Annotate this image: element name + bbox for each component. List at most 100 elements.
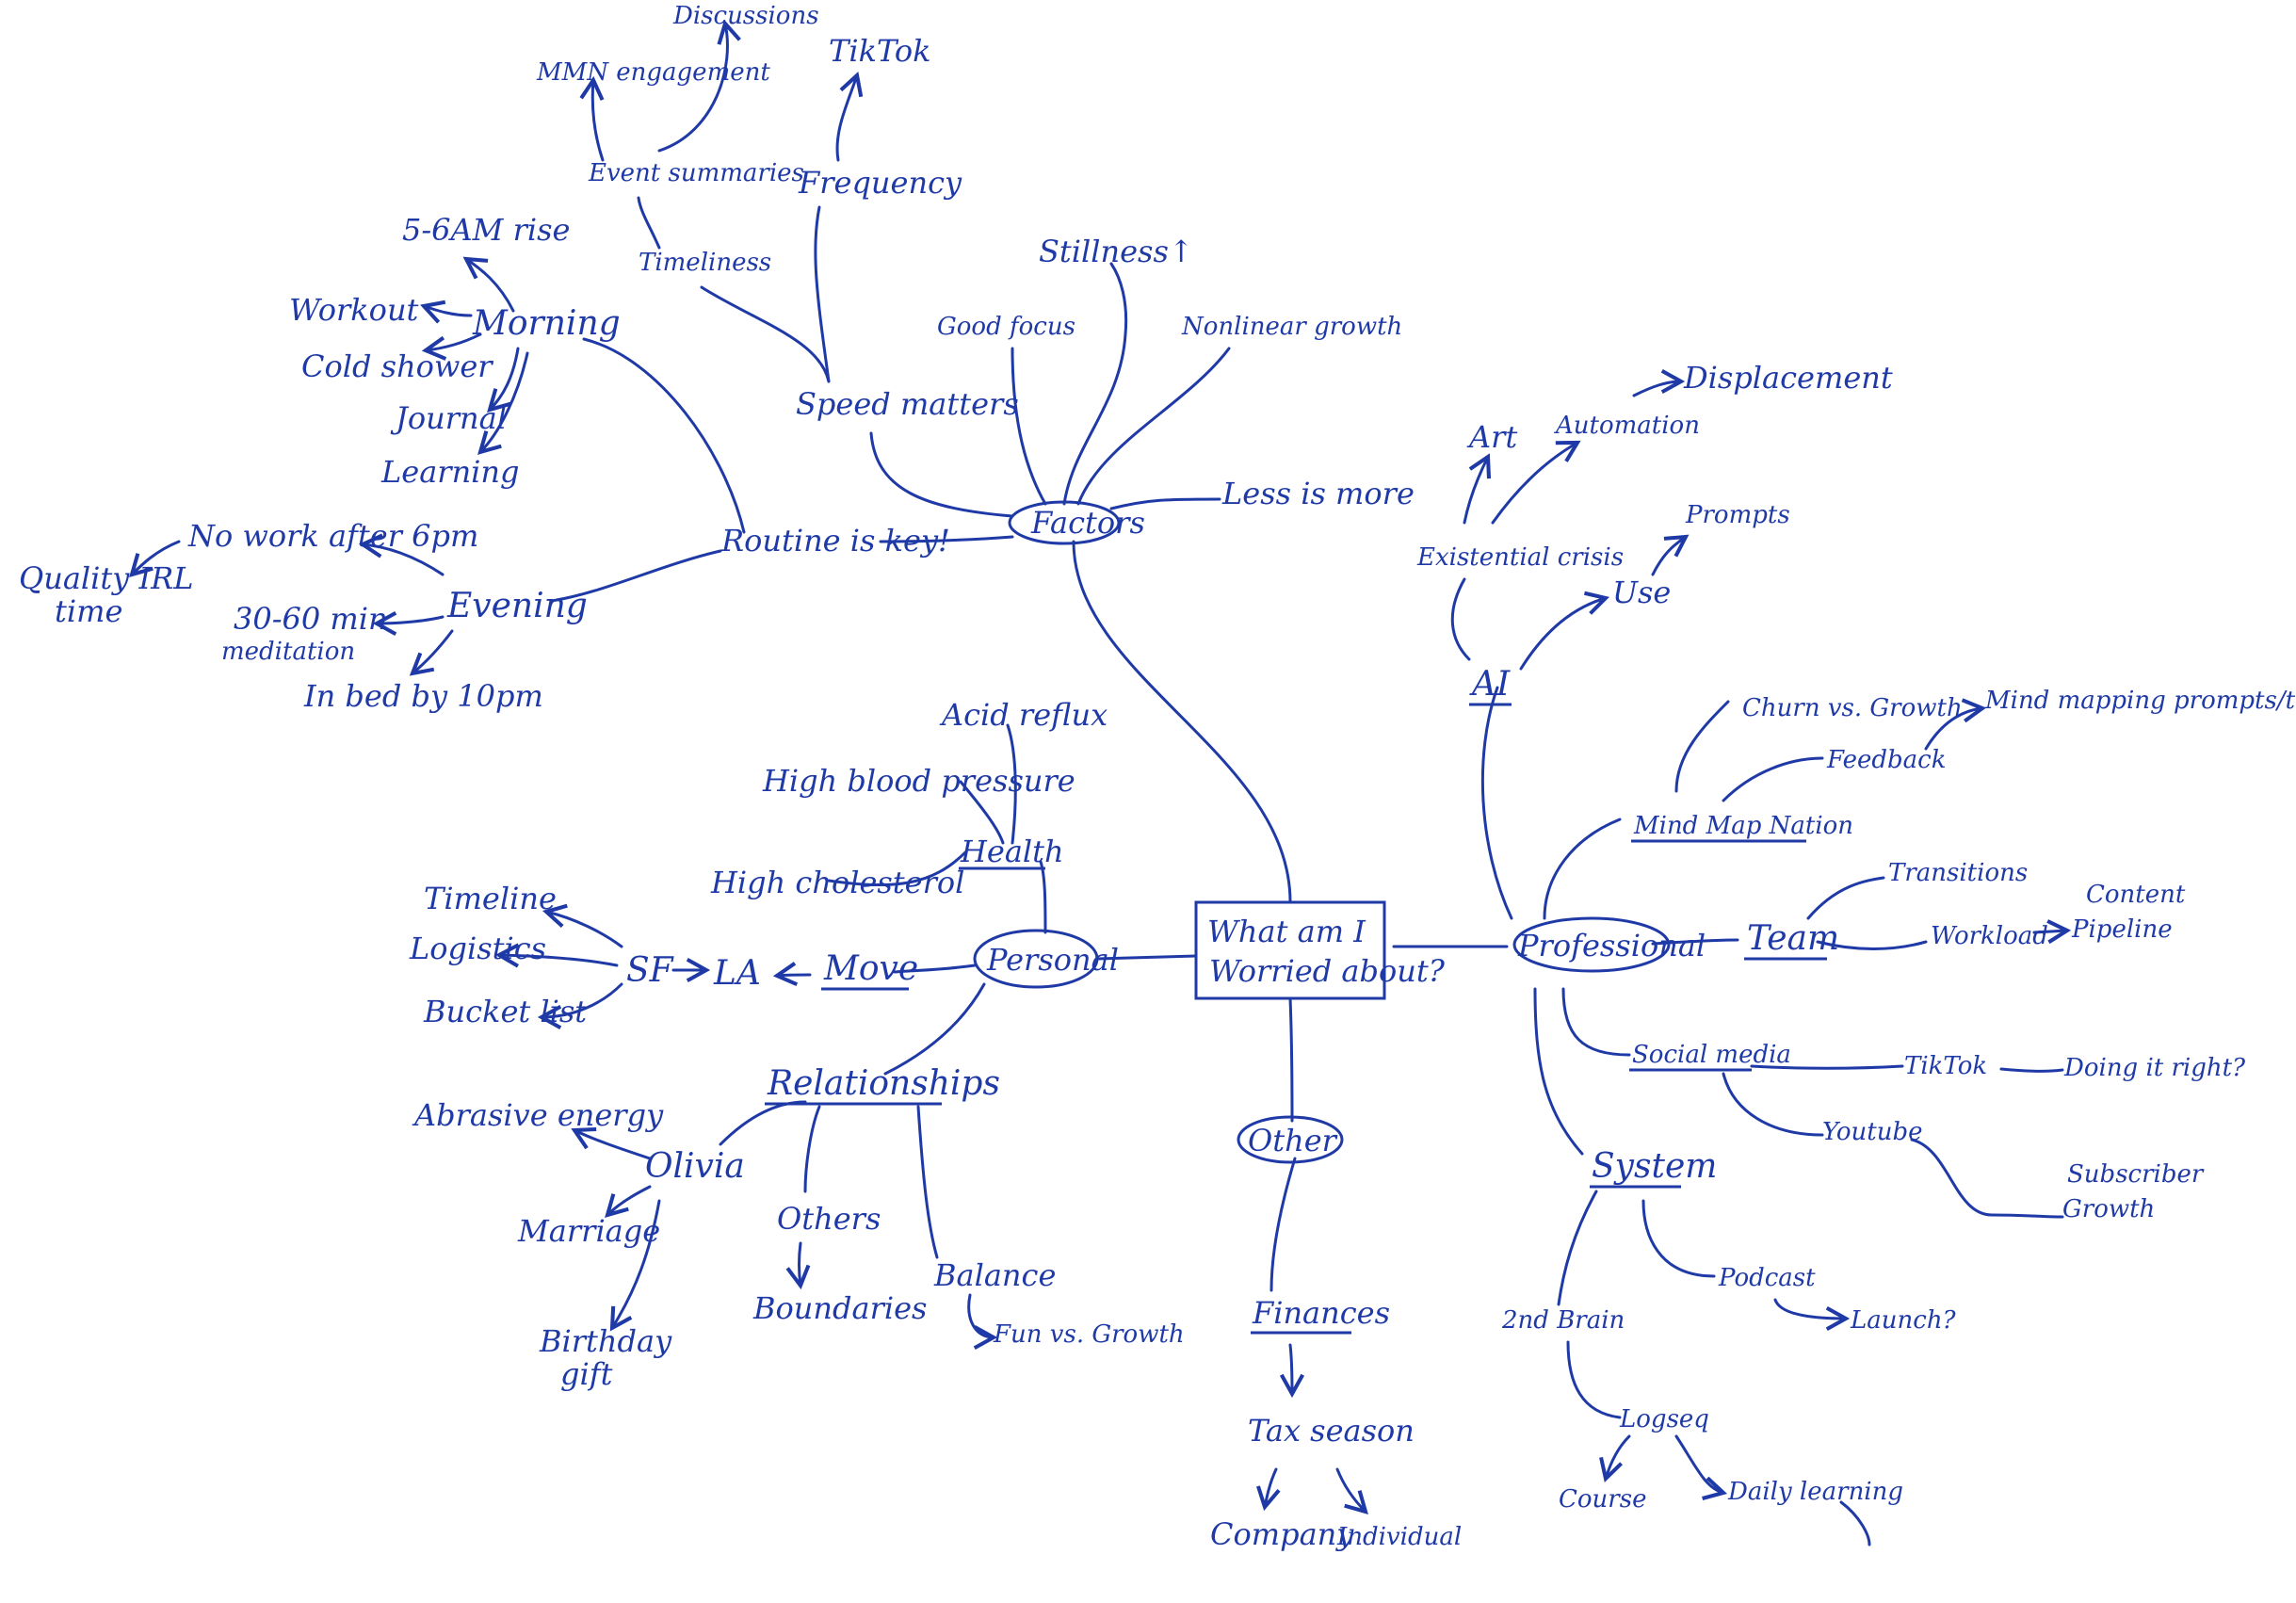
tax-season-node[interactable]: Tax season: [1248, 1413, 1415, 1449]
evening-node[interactable]: Evening: [446, 587, 588, 625]
other-ellipse: [1237, 1115, 1344, 1164]
discussions-node[interactable]: Discussions: [672, 2, 819, 30]
good-focus-node[interactable]: Good focus: [937, 313, 1075, 341]
prompts-node[interactable]: Prompts: [1685, 501, 1790, 529]
doing-it-right-node[interactable]: Doing it right?: [2063, 1054, 2246, 1082]
mind-mapping-node[interactable]: Mind mapping prompts/topics: [1984, 687, 2296, 715]
meditation-line2[interactable]: meditation: [221, 638, 355, 666]
subscriber-line1[interactable]: Subscriber: [2067, 1160, 2205, 1189]
la-node[interactable]: LA: [713, 954, 761, 993]
timeliness-node[interactable]: Timeliness: [639, 249, 771, 277]
less-is-more-node[interactable]: Less is more: [1221, 476, 1415, 511]
edge-morning-workout: [420, 300, 473, 324]
cholesterol-node[interactable]: High cholesterol: [710, 865, 964, 900]
tiktok-social-node[interactable]: TikTok: [1904, 1052, 1987, 1080]
other-label[interactable]: Other: [1248, 1123, 1338, 1158]
others-node[interactable]: Others: [777, 1201, 881, 1237]
edge-frequency-tiktok: [835, 72, 864, 162]
quality-time-line2[interactable]: time: [55, 593, 122, 629]
edge-morning-rise: [462, 256, 515, 313]
event-summaries-node[interactable]: Event summaries: [588, 159, 804, 187]
morning-node[interactable]: Morning: [472, 304, 621, 343]
course-node[interactable]: Course: [1559, 1485, 1646, 1514]
birthday-line1[interactable]: Birthday: [539, 1323, 672, 1359]
factors-label[interactable]: Factors: [1030, 505, 1145, 541]
balance-node[interactable]: Balance: [933, 1257, 1056, 1293]
team-node[interactable]: Team: [1747, 919, 1839, 958]
social-media-node[interactable]: Social media: [1632, 1041, 1791, 1069]
workload-node[interactable]: Workload: [1931, 922, 2048, 950]
olivia-node[interactable]: Olivia: [645, 1147, 745, 1186]
logistics-node[interactable]: Logistics: [409, 931, 546, 966]
timeline-node[interactable]: Timeline: [424, 881, 557, 916]
health-node[interactable]: Health: [960, 834, 1064, 869]
nonlinear-growth-node[interactable]: Nonlinear growth: [1181, 313, 1402, 341]
relationships-node[interactable]: Relationships: [767, 1064, 1000, 1103]
daily-learning-node[interactable]: Daily learning: [1727, 1478, 1903, 1506]
center-node[interactable]: What am I Worried about?: [1194, 900, 1446, 1000]
blood-pressure-node[interactable]: High blood pressure: [762, 763, 1075, 799]
second-brain-node[interactable]: 2nd Brain: [1501, 1306, 1625, 1335]
edge-factors-routine: [879, 535, 1014, 543]
existential-crisis-node[interactable]: Existential crisis: [1416, 543, 1624, 572]
routine-is-key-node[interactable]: Routine is key!: [720, 523, 950, 559]
learning-node[interactable]: Learning: [380, 454, 520, 490]
edge-prof-team: [1651, 938, 1739, 946]
no-work-node[interactable]: No work after 6pm: [187, 518, 478, 554]
abrasive-energy-node[interactable]: Abrasive energy: [412, 1097, 664, 1133]
boundaries-node[interactable]: Boundaries: [752, 1290, 927, 1326]
rise-node[interactable]: 5-6AM rise: [402, 212, 570, 248]
edge-timeliness-events: [637, 196, 661, 250]
edge-center-other: [1288, 996, 1294, 1123]
frequency-node[interactable]: Frequency: [798, 165, 962, 201]
tiktok-factors-node[interactable]: TikTok: [829, 33, 930, 69]
individual-node[interactable]: Individual: [1336, 1523, 1462, 1551]
edge-existential-art: [1463, 453, 1492, 525]
edge-health-acid: [1006, 723, 1017, 845]
finances-node[interactable]: Finances: [1252, 1295, 1390, 1331]
meditation-line1[interactable]: 30-60 min: [234, 601, 388, 637]
content-line1[interactable]: Content: [2086, 881, 2186, 909]
mind-map-nation-node[interactable]: Mind Map Nation: [1633, 812, 1853, 840]
system-node[interactable]: System: [1592, 1147, 1717, 1186]
marriage-node[interactable]: Marriage: [517, 1213, 660, 1249]
edge-prof-ai: [1480, 686, 1513, 920]
edge-mmn-churn: [1674, 700, 1730, 793]
sf-node[interactable]: SF: [626, 951, 675, 990]
speed-matters-node[interactable]: Speed matters: [796, 386, 1019, 422]
logseq-node[interactable]: Logseq: [1619, 1405, 1709, 1433]
subscriber-line2[interactable]: Growth: [2062, 1195, 2155, 1223]
use-node[interactable]: Use: [1612, 575, 1671, 610]
podcast-node[interactable]: Podcast: [1718, 1264, 1816, 1292]
in-bed-node[interactable]: In bed by 10pm: [303, 678, 543, 714]
acid-reflux-node[interactable]: Acid reflux: [939, 697, 1108, 733]
fun-growth-node[interactable]: Fun vs. Growth: [993, 1320, 1185, 1349]
workout-node[interactable]: Workout: [289, 292, 419, 328]
bucket-list-node[interactable]: Bucket list: [423, 994, 587, 1029]
journal-node[interactable]: Journal: [390, 400, 507, 436]
art-node[interactable]: Art: [1466, 419, 1517, 455]
personal-label[interactable]: Personal: [986, 942, 1119, 978]
edge-events-mmn: [579, 75, 605, 162]
automation-node[interactable]: Automation: [1554, 412, 1700, 440]
company-node[interactable]: Company: [1210, 1516, 1354, 1552]
quality-time-line1[interactable]: Quality IRL: [19, 560, 193, 596]
edge-team-transitions: [1806, 876, 1885, 920]
transitions-node[interactable]: Transitions: [1888, 859, 2028, 887]
youtube-node[interactable]: Youtube: [1822, 1118, 1923, 1146]
cold-shower-node[interactable]: Cold shower: [301, 348, 493, 384]
mmn-engagement-node[interactable]: MMN engagement: [536, 58, 770, 87]
edge-youtube-subscriber: [1910, 1138, 2064, 1219]
professional-label[interactable]: Professional: [1517, 928, 1706, 963]
move-node[interactable]: Move: [823, 949, 918, 988]
churn-growth-node[interactable]: Churn vs. Growth: [1742, 694, 1963, 722]
content-line2[interactable]: Pipeline: [2071, 915, 2173, 944]
launch-node[interactable]: Launch?: [1850, 1306, 1957, 1335]
personal-branch: Personal Health Acid reflux High blood p…: [409, 697, 1185, 1392]
birthday-line2[interactable]: gift: [560, 1356, 613, 1392]
ai-node[interactable]: AI: [1469, 665, 1511, 704]
stillness-node[interactable]: Stillness↑: [1039, 234, 1194, 269]
edge-personal-health: [1039, 860, 1047, 934]
displacement-node[interactable]: Displacement: [1683, 360, 1893, 396]
feedback-node[interactable]: Feedback: [1826, 746, 1947, 774]
